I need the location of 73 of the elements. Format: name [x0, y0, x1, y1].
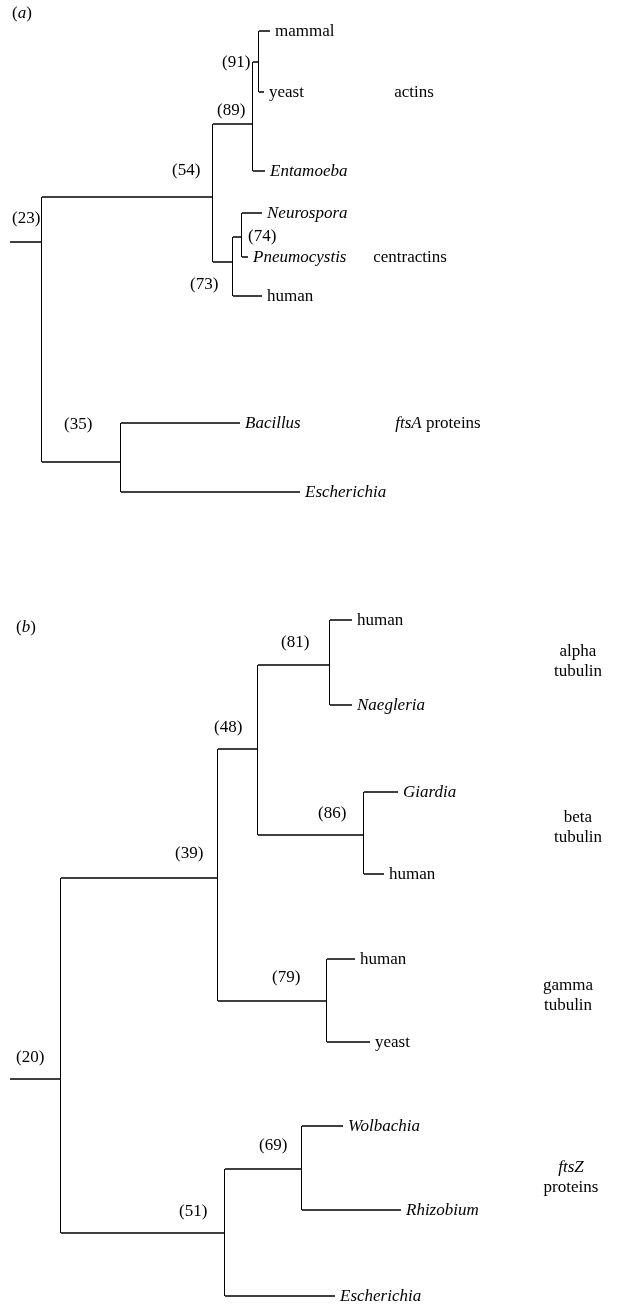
tree-branch — [301, 1125, 344, 1127]
branch-node-line — [258, 31, 261, 92]
tree-branch — [252, 61, 260, 63]
tree-branch — [212, 123, 254, 125]
branch-node-line — [212, 124, 215, 262]
branch-node-line — [60, 878, 63, 1233]
tree-branch — [363, 873, 385, 875]
tree-branch — [60, 1232, 226, 1234]
group-label: actins — [393, 81, 435, 103]
tree-branch — [241, 212, 263, 214]
tree-branch — [120, 491, 301, 493]
branch-node-line — [120, 423, 123, 492]
branch-node-line — [257, 665, 260, 835]
branch-node-line — [41, 197, 44, 462]
branch-node-line — [224, 1169, 227, 1296]
taxon-label: Giardia — [398, 781, 457, 803]
group-label: centractins — [372, 246, 448, 268]
panel-label: (a) — [11, 2, 33, 24]
taxon-label: yeast — [264, 81, 304, 103]
branch-node-line — [326, 959, 329, 1042]
tree-branch — [252, 170, 266, 172]
branch-node-line — [329, 620, 332, 705]
taxon-label: Pneumocystis — [248, 246, 347, 268]
group-label: alpha tubulin — [552, 641, 604, 681]
group-label: beta tubulin — [552, 807, 604, 847]
taxon-label: human — [384, 863, 436, 885]
tree-branch — [60, 877, 219, 879]
taxon-label: mammal — [270, 20, 335, 42]
tree-branch — [224, 1168, 303, 1170]
tree-branch — [212, 261, 234, 263]
tree-branch — [217, 748, 259, 750]
tree-branch — [258, 30, 271, 32]
tree-branch — [329, 619, 353, 621]
tree-branch — [41, 461, 122, 463]
branch-node-line — [241, 213, 244, 257]
branch-node-line — [301, 1126, 304, 1210]
taxon-label: human — [355, 948, 407, 970]
taxon-label: Entamoeba — [265, 160, 348, 182]
tree-branch — [41, 196, 214, 198]
taxon-label: Bacillus — [240, 412, 301, 434]
taxon-label: Neurospora — [262, 202, 348, 224]
tree-branch — [232, 236, 243, 238]
taxon-label: Naegleria — [352, 694, 425, 716]
taxon-label: human — [262, 285, 314, 307]
taxon-label: Escherichia — [335, 1285, 422, 1306]
tree-branch — [258, 91, 265, 93]
tree-branch — [329, 704, 353, 706]
branch-node-line — [232, 237, 235, 296]
tree-branch — [120, 422, 241, 424]
tree-branch — [241, 256, 249, 258]
taxon-label: human — [352, 609, 404, 631]
tree-branch — [257, 834, 365, 836]
tree-branch — [9, 1078, 62, 1080]
tree-branch — [224, 1295, 336, 1297]
tree-branch — [257, 664, 331, 666]
taxon-label: yeast — [370, 1031, 410, 1053]
tree-branch — [9, 241, 43, 243]
tree-branch — [232, 295, 263, 297]
branch-node-line — [363, 792, 366, 874]
group-label: ftsZ proteins — [542, 1157, 600, 1197]
branch-node-line — [217, 749, 220, 1001]
group-label: ftsA proteins — [394, 412, 482, 434]
branch-node-line — [252, 62, 255, 171]
tree-branch — [326, 1041, 371, 1043]
tree-branch — [326, 958, 356, 960]
taxon-label: Wolbachia — [343, 1115, 421, 1137]
tree-branch — [363, 791, 399, 793]
taxon-label: Escherichia — [300, 481, 387, 503]
tree-branch — [301, 1209, 402, 1211]
tree-branch — [217, 1000, 328, 1002]
panel-label: (b) — [15, 616, 37, 638]
taxon-label: Rhizobium — [401, 1199, 479, 1221]
group-label: gamma tubulin — [541, 975, 594, 1015]
